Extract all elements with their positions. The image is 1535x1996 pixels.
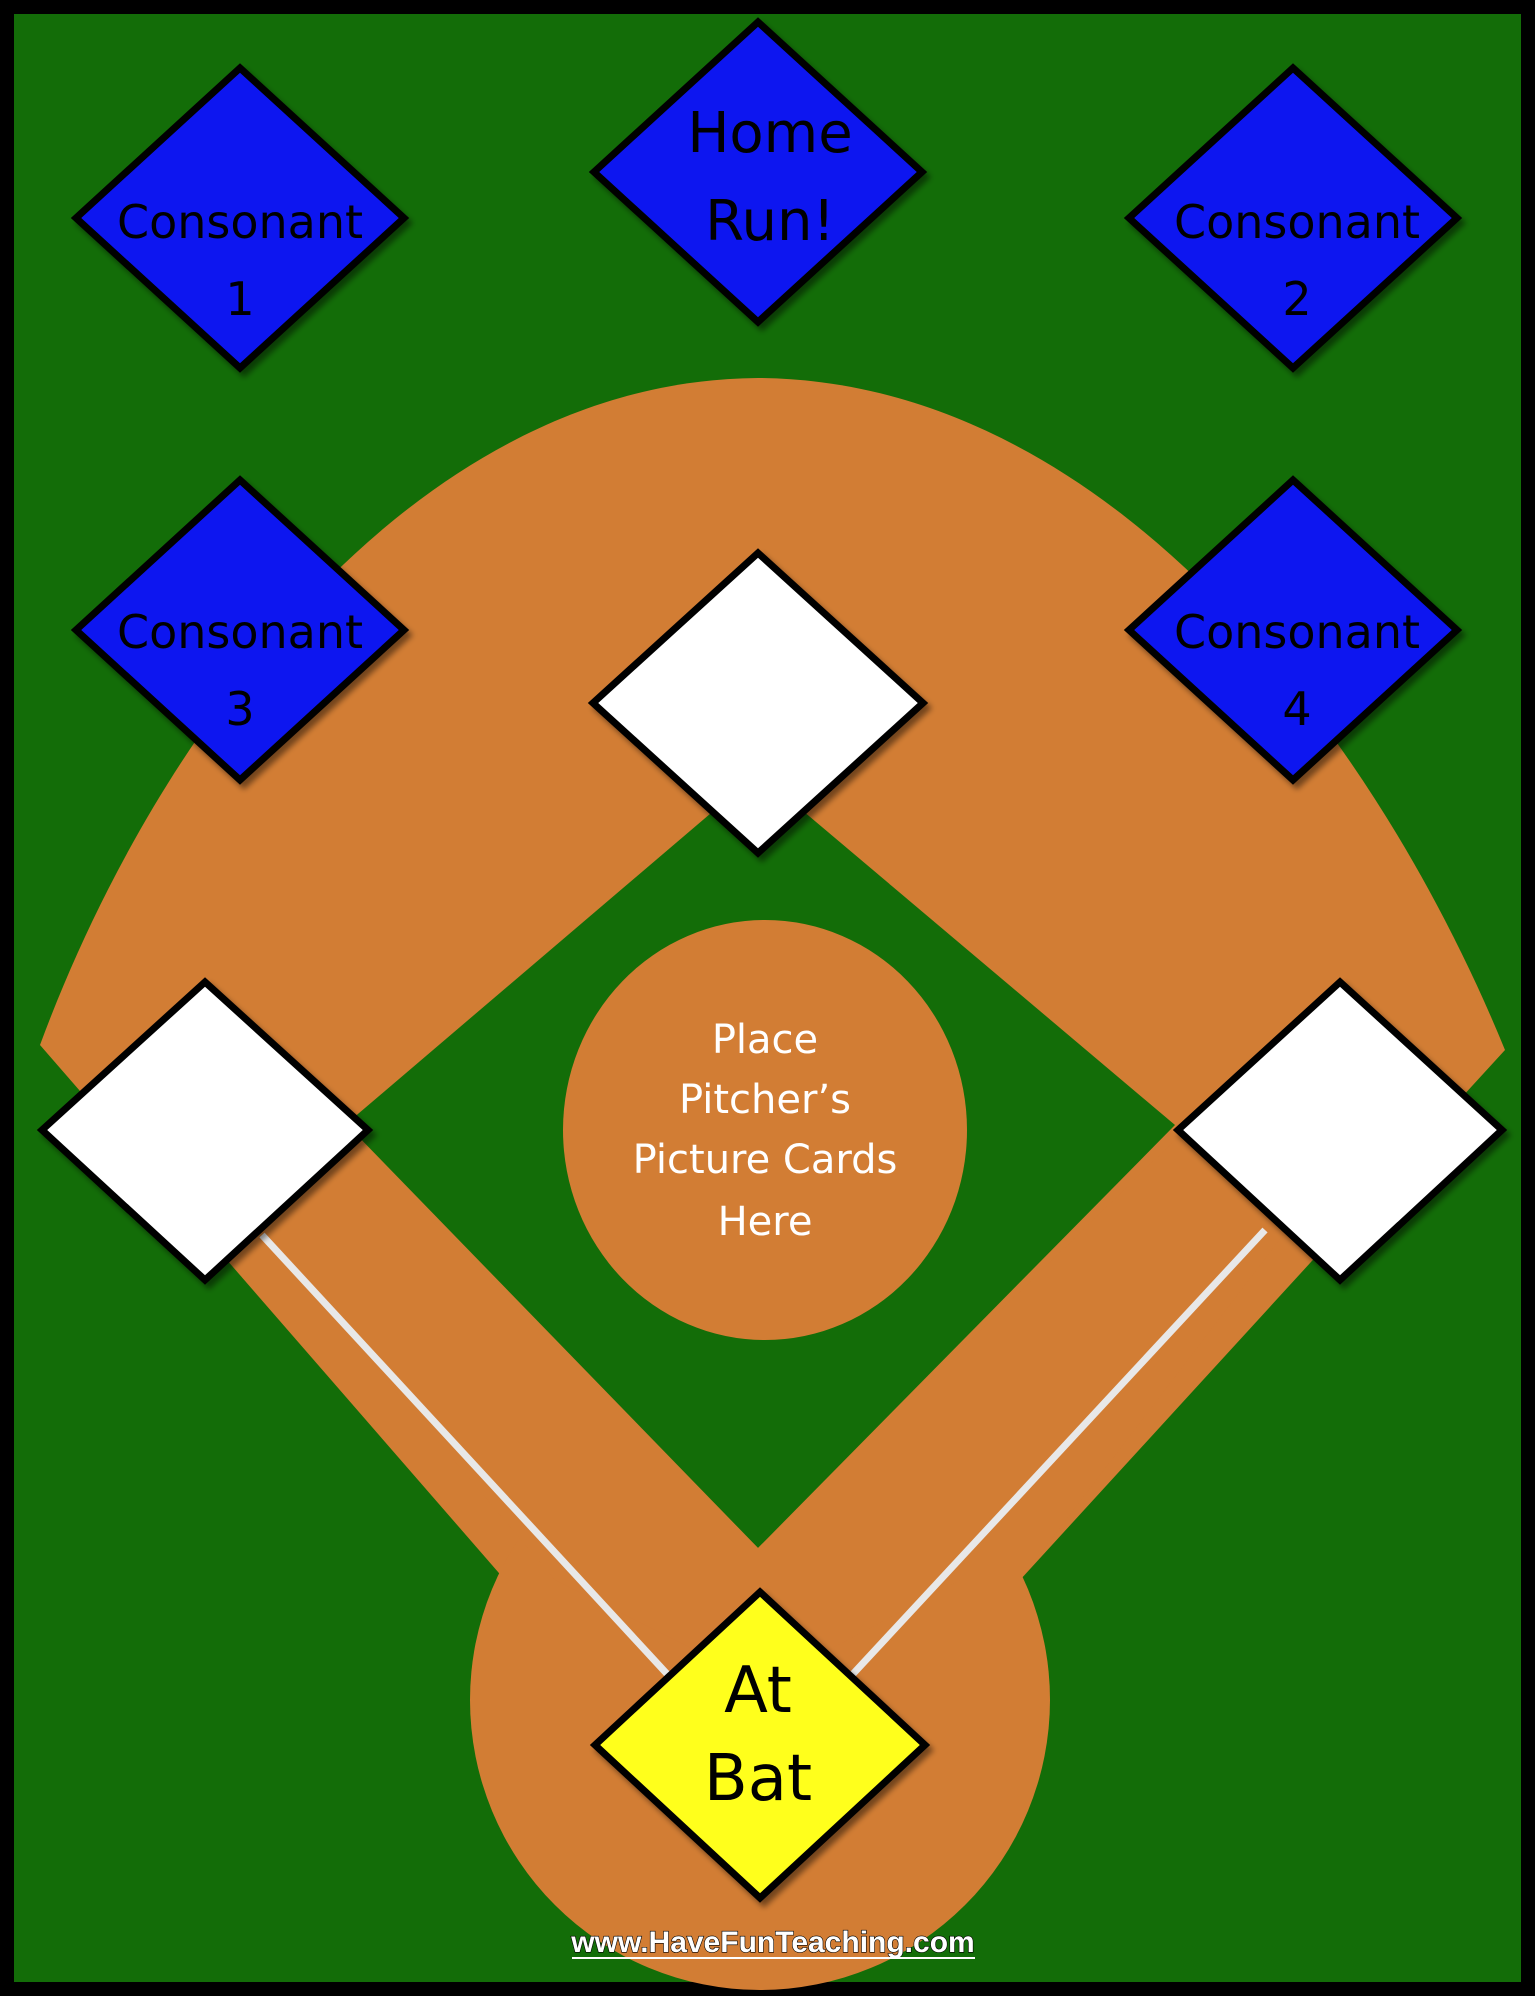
consonant-2-number: 2 bbox=[1282, 272, 1311, 326]
pitcher-label-line4: Here bbox=[718, 1199, 813, 1245]
pitcher-label-line3: Picture Cards bbox=[633, 1137, 898, 1183]
home-run-label-line1: Home bbox=[687, 101, 852, 166]
consonant-3-number: 3 bbox=[225, 682, 254, 736]
home-run-label-line2: Run! bbox=[705, 189, 835, 254]
pitchers-mound bbox=[563, 920, 967, 1340]
at-bat-label-line1: At bbox=[724, 1654, 792, 1728]
pitcher-label-line2: Pitcher’s bbox=[679, 1077, 851, 1123]
consonant-4-number: 4 bbox=[1282, 682, 1311, 736]
at-bat-label-line2: Bat bbox=[704, 1742, 812, 1816]
consonant-2-label: Consonant bbox=[1174, 195, 1420, 249]
consonant-1-number: 1 bbox=[225, 272, 254, 326]
consonant-4-label: Consonant bbox=[1174, 605, 1420, 659]
footer-url-link[interactable]: www.HaveFunTeaching.com bbox=[570, 1926, 974, 1959]
consonant-1-label: Consonant bbox=[117, 195, 363, 249]
consonant-3-label: Consonant bbox=[117, 605, 363, 659]
pitcher-label-line1: Place bbox=[712, 1017, 818, 1063]
